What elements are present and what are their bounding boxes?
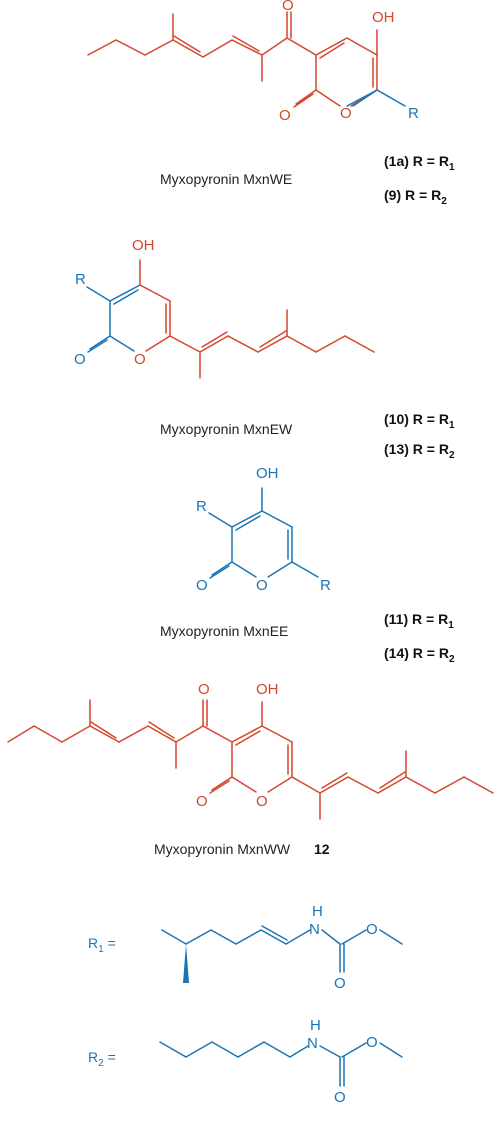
ketone-oxygen-label: O <box>282 0 294 14</box>
ester-oxygen-label: O <box>366 921 378 938</box>
carbonyl-oxygen-label: O <box>74 351 86 368</box>
label-12: 12 <box>314 841 330 857</box>
structure-mxnww: OH O O O <box>7 681 494 820</box>
structure-mxnew: OH R O O <box>74 237 375 379</box>
ring-oxygen-label: O <box>256 793 268 810</box>
r-group-label: R <box>408 105 419 122</box>
ring-oxygen-label: O <box>340 105 352 122</box>
r2-label: R2 = <box>88 1049 116 1069</box>
caption-mxnee: Myxopyronin MxnEE <box>160 623 288 639</box>
stereo-wedge <box>183 944 189 983</box>
hydroxyl-label: OH <box>256 681 279 698</box>
r1-definition: R1 = H N O O <box>88 903 403 992</box>
ketone-oxygen-label: O <box>198 681 210 698</box>
hydroxyl-label: OH <box>132 237 155 254</box>
structure-mxnee: OH R O O R <box>196 465 331 594</box>
ester-oxygen-label: O <box>366 1034 378 1051</box>
hydroxyl-label: OH <box>372 9 395 26</box>
label-10: (10) R = R1 <box>384 411 455 431</box>
hydroxyl-label: OH <box>256 465 279 482</box>
ring-oxygen-label: O <box>256 577 268 594</box>
ring-oxygen-label: O <box>134 351 146 368</box>
label-13: (13) R = R2 <box>384 441 455 461</box>
caption-mxnew: Myxopyronin MxnEW <box>160 421 293 437</box>
label-11: (11) R = R1 <box>384 611 454 631</box>
r2-definition: R2 = H N O O <box>88 1017 403 1106</box>
carbonyl-oxygen-label: O <box>334 1089 346 1106</box>
nh-n-label: N <box>307 1035 318 1052</box>
caption-mxnww: Myxopyronin MxnWW <box>154 841 291 857</box>
nh-h-label: H <box>310 1017 321 1034</box>
label-9: (9) R = R2 <box>384 187 447 207</box>
r-group-label: R <box>75 271 86 288</box>
carbonyl-oxygen-label: O <box>279 107 291 124</box>
structure-mxnwe: OH O O O R <box>87 0 419 124</box>
r-group-label-left: R <box>196 498 207 515</box>
caption-mxnwe: Myxopyronin MxnWE <box>160 171 292 187</box>
nh-h-label: H <box>312 903 323 920</box>
r-group-label-right: R <box>320 577 331 594</box>
nh-n-label: N <box>309 921 320 938</box>
carbonyl-oxygen-label: O <box>196 793 208 810</box>
r1-label: R1 = <box>88 935 116 955</box>
label-1a: (1a) R = R1 <box>384 153 455 173</box>
label-14: (14) R = R2 <box>384 645 455 665</box>
carbonyl-oxygen-label: O <box>196 577 208 594</box>
carbonyl-oxygen-label: O <box>334 975 346 992</box>
